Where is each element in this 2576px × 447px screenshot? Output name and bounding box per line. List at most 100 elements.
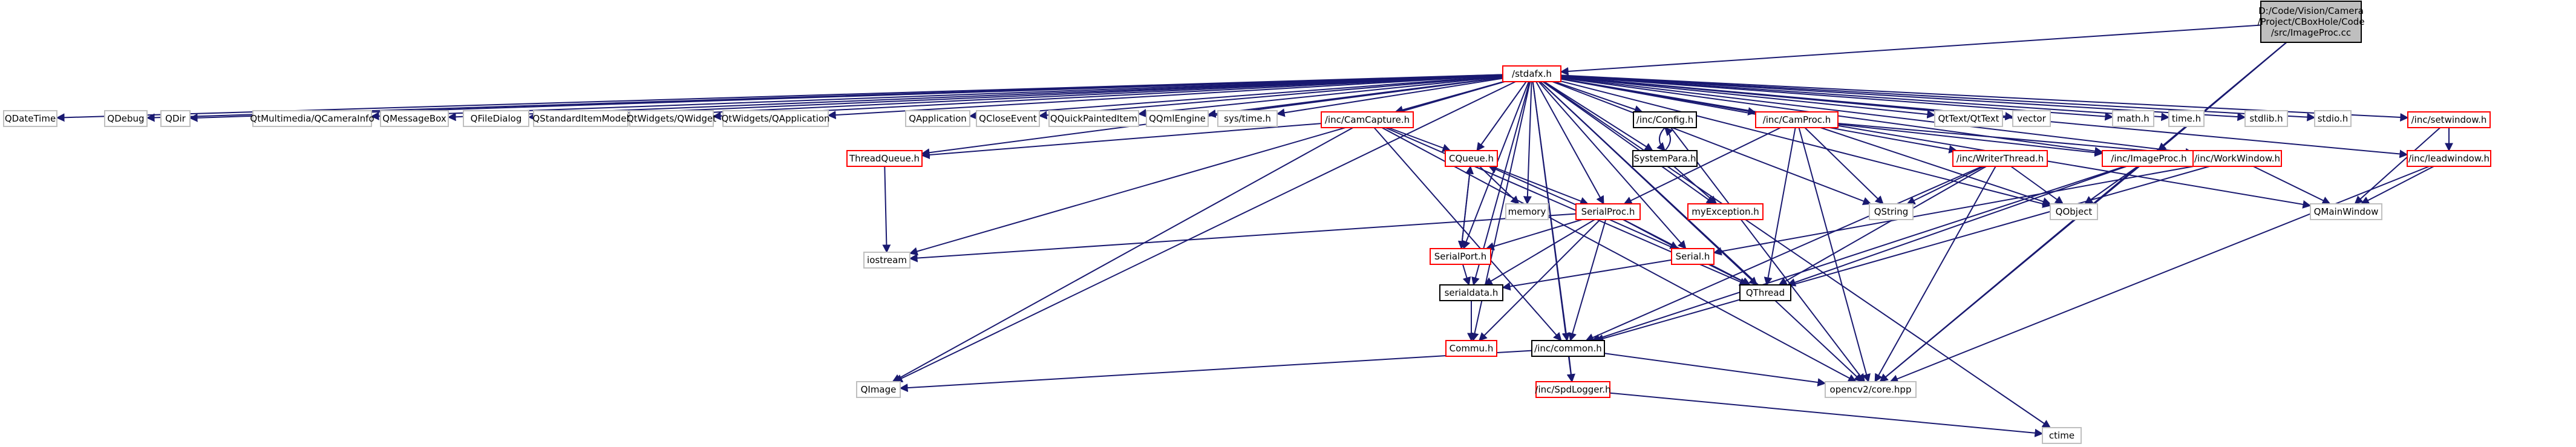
node-qstditem-box	[533, 110, 629, 127]
node-camproc-label: /inc/CamProc.h	[1763, 114, 1831, 125]
node-qdebug-box	[104, 110, 148, 127]
node-qtmm: QtMultimedia/QCameraInfo	[250, 110, 374, 127]
node-serialproc-box	[1575, 203, 1641, 220]
node-ctime-box	[2042, 427, 2082, 444]
node-camcap-box	[1321, 111, 1414, 128]
node-qthread[interactable]: QThread	[1739, 284, 1791, 301]
edge-stdafx-to-qstring	[1552, 81, 1872, 206]
node-serialdata[interactable]: serialdata.h	[1439, 284, 1503, 301]
edge-stdafx-to-qttext	[1560, 76, 1936, 119]
node-myexc-label: myException.h	[1692, 206, 1759, 217]
node-serialport[interactable]: SerialPort.h	[1430, 248, 1491, 265]
node-qmsgbox-label: QMessageBox	[382, 113, 446, 124]
node-qqml-label: QQmlEngine	[1149, 113, 1206, 124]
node-syspara-box	[1632, 150, 1698, 167]
node-workwin-box	[2192, 150, 2282, 167]
node-qdir-label: QDir	[165, 113, 186, 124]
node-imgproc[interactable]: /inc/ImageProc.h	[2102, 150, 2196, 167]
node-serialproc[interactable]: SerialProc.h	[1575, 203, 1641, 220]
edge-writer-to-common	[1585, 166, 1983, 342]
node-qqml-box	[1146, 110, 1209, 127]
node-threadq-box	[846, 150, 923, 167]
node-workwin[interactable]: /inc/WorkWindow.h	[2192, 150, 2282, 167]
node-commu[interactable]: Commu.h	[1445, 340, 1497, 357]
node-camcap-label: /inc/CamCapture.h	[1325, 114, 1410, 125]
edge-leadwin-to-opencv	[1889, 166, 2430, 383]
node-stdafx[interactable]: /stdafx.h	[1502, 65, 1561, 82]
edge-serialproc-to-iostream	[909, 213, 1577, 263]
edge-cqueue-to-serialproc	[1491, 166, 1589, 205]
node-qquick: QQuickPaintedItem	[1048, 110, 1139, 127]
node-config[interactable]: /inc/Config.h	[1633, 111, 1697, 128]
node-systime-box	[1217, 110, 1278, 127]
edge-serialproc-to-serialdata	[1483, 219, 1595, 285]
node-leadwin-label: /inc/leadwindow.h	[2408, 153, 2489, 164]
node-stdlib-box	[2244, 110, 2288, 127]
edge-writer-to-qthread	[1778, 166, 1987, 285]
node-threadq-label: ThreadQueue.h	[849, 153, 920, 164]
node-cqueue[interactable]: CQueue.h	[1445, 150, 1498, 167]
edge-stdafx-to-serialproc	[1535, 81, 1604, 205]
node-stdio: stdio.h	[2314, 110, 2352, 127]
edge-writer-to-qobject	[2010, 166, 2064, 204]
node-opencv-box	[1825, 381, 1917, 398]
edge-root-to-stdafx	[1560, 24, 2261, 76]
node-stdlib: stdlib.h	[2244, 110, 2288, 127]
edge-serialport-to-serialdata	[1462, 264, 1471, 286]
edge-serial-to-serialdata	[1502, 259, 1672, 291]
node-common-box	[1531, 340, 1605, 357]
node-spdlog-box	[1535, 381, 1610, 398]
edge-config-to-syspara	[1656, 127, 1666, 152]
edge-stdafx-to-cqueue	[1476, 81, 1527, 152]
node-leadwin-box	[2407, 150, 2491, 167]
node-stdafx-box	[1502, 65, 1561, 82]
node-serial[interactable]: Serial.h	[1671, 248, 1715, 265]
edge-stdafx-to-threadq	[921, 77, 1503, 157]
edge-camproc-to-opencv	[1798, 127, 1871, 383]
node-qthread-box	[1739, 284, 1791, 301]
edge-stdafx-to-myexc	[1542, 81, 1715, 204]
edge-setwin-to-qmainwin	[2354, 127, 2441, 204]
node-qquick-label: QQuickPaintedItem	[1050, 113, 1137, 124]
node-root-label: D:/Code/Vision/Camera	[2258, 5, 2364, 16]
node-commu-box	[1445, 340, 1497, 357]
node-common[interactable]: /inc/common.h	[1531, 340, 1605, 357]
node-setwin[interactable]: /inc/setwindow.h	[2407, 111, 2491, 128]
node-qttext-label: QtText/QtText	[1938, 113, 1999, 124]
node-serialport-label: SerialPort.h	[1434, 251, 1486, 262]
node-leadwin[interactable]: /inc/leadwindow.h	[2407, 150, 2491, 167]
node-myexc[interactable]: myException.h	[1687, 203, 1764, 220]
node-qapp-box	[905, 110, 970, 127]
edge-workwin-to-qmainwin	[2253, 166, 2331, 204]
node-commu-label: Commu.h	[1450, 343, 1494, 354]
edge-stdafx-to-qtwqw	[712, 74, 1503, 120]
node-setwin-box	[2407, 111, 2491, 128]
edge-serialport-to-cqueue	[1460, 165, 1474, 249]
edge-stdafx-to-qquick	[1137, 76, 1503, 118]
node-qobject-label: QObject	[2056, 206, 2093, 217]
node-spdlog[interactable]: /inc/SpdLogger.h	[1535, 381, 1611, 398]
edge-stdafx-to-qimage	[894, 81, 1516, 382]
edge-camcap-to-threadq	[921, 123, 1322, 159]
node-root: D:/Code/Vision/Camera/Project/CBoxHole/C…	[2257, 1, 2365, 43]
node-qdatetime: QDateTime	[3, 110, 57, 127]
node-stdio-box	[2314, 110, 2352, 127]
node-qtmm-label: QtMultimedia/QCameraInfo	[250, 113, 374, 124]
node-camcap[interactable]: /inc/CamCapture.h	[1321, 111, 1414, 128]
edge-stdafx-to-systime	[1276, 77, 1503, 117]
node-threadq[interactable]: ThreadQueue.h	[846, 150, 923, 167]
node-opencv: opencv2/core.hpp	[1825, 381, 1917, 398]
node-spdlog-label: /inc/SpdLogger.h	[1535, 384, 1610, 395]
edge-camproc-to-qstring	[1804, 127, 1884, 204]
node-qtwqw: QtWidgets/QWidget	[627, 110, 716, 127]
node-vector: vector	[2012, 110, 2051, 127]
node-qtwqw-box	[629, 110, 714, 127]
node-camproc[interactable]: /inc/CamProc.h	[1755, 111, 1839, 128]
node-writer[interactable]: /inc/WriterThread.h	[1952, 150, 2048, 167]
node-camproc-box	[1755, 111, 1839, 128]
node-syspara[interactable]: SystemPara.h	[1632, 150, 1698, 167]
node-math-label: math.h	[2117, 113, 2149, 124]
node-ctime: ctime	[2042, 427, 2082, 444]
edge-camproc-to-imgproc	[1837, 123, 2104, 157]
